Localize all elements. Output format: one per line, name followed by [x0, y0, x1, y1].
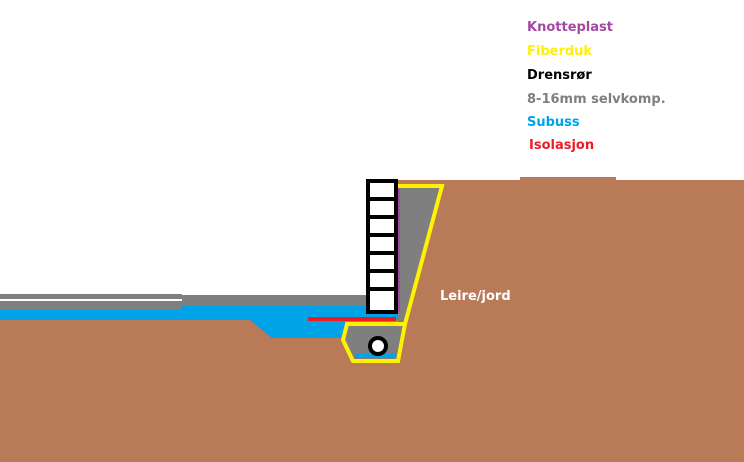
legend-fiberduk: Fiberduk — [527, 44, 593, 59]
gravel-layer-left-bottom — [0, 301, 182, 310]
drain-subbase — [355, 354, 395, 358]
insulation — [308, 317, 396, 321]
fiber-fabric-backfill — [398, 184, 445, 325]
legend-subuss: Subuss — [527, 115, 580, 130]
subbase-layer — [0, 310, 398, 320]
gravel-layer-left-top — [0, 294, 182, 299]
soil-right — [398, 180, 744, 462]
soil-bump — [520, 177, 616, 181]
subbase-line — [182, 306, 372, 310]
soil-label: Leire/jord — [440, 289, 511, 304]
legend-isolasjon: Isolasjon — [529, 138, 595, 153]
legend-drensror: Drensrør — [527, 68, 592, 83]
legend-gravel: 8-16mm selvkomp. — [527, 92, 666, 107]
subbase-thickening — [250, 320, 345, 338]
gravel-layer-right — [182, 295, 372, 306]
legend-knotteplast: Knotteplast — [527, 20, 613, 35]
drain-pipe — [368, 336, 388, 356]
wall-blocks — [366, 197, 398, 291]
